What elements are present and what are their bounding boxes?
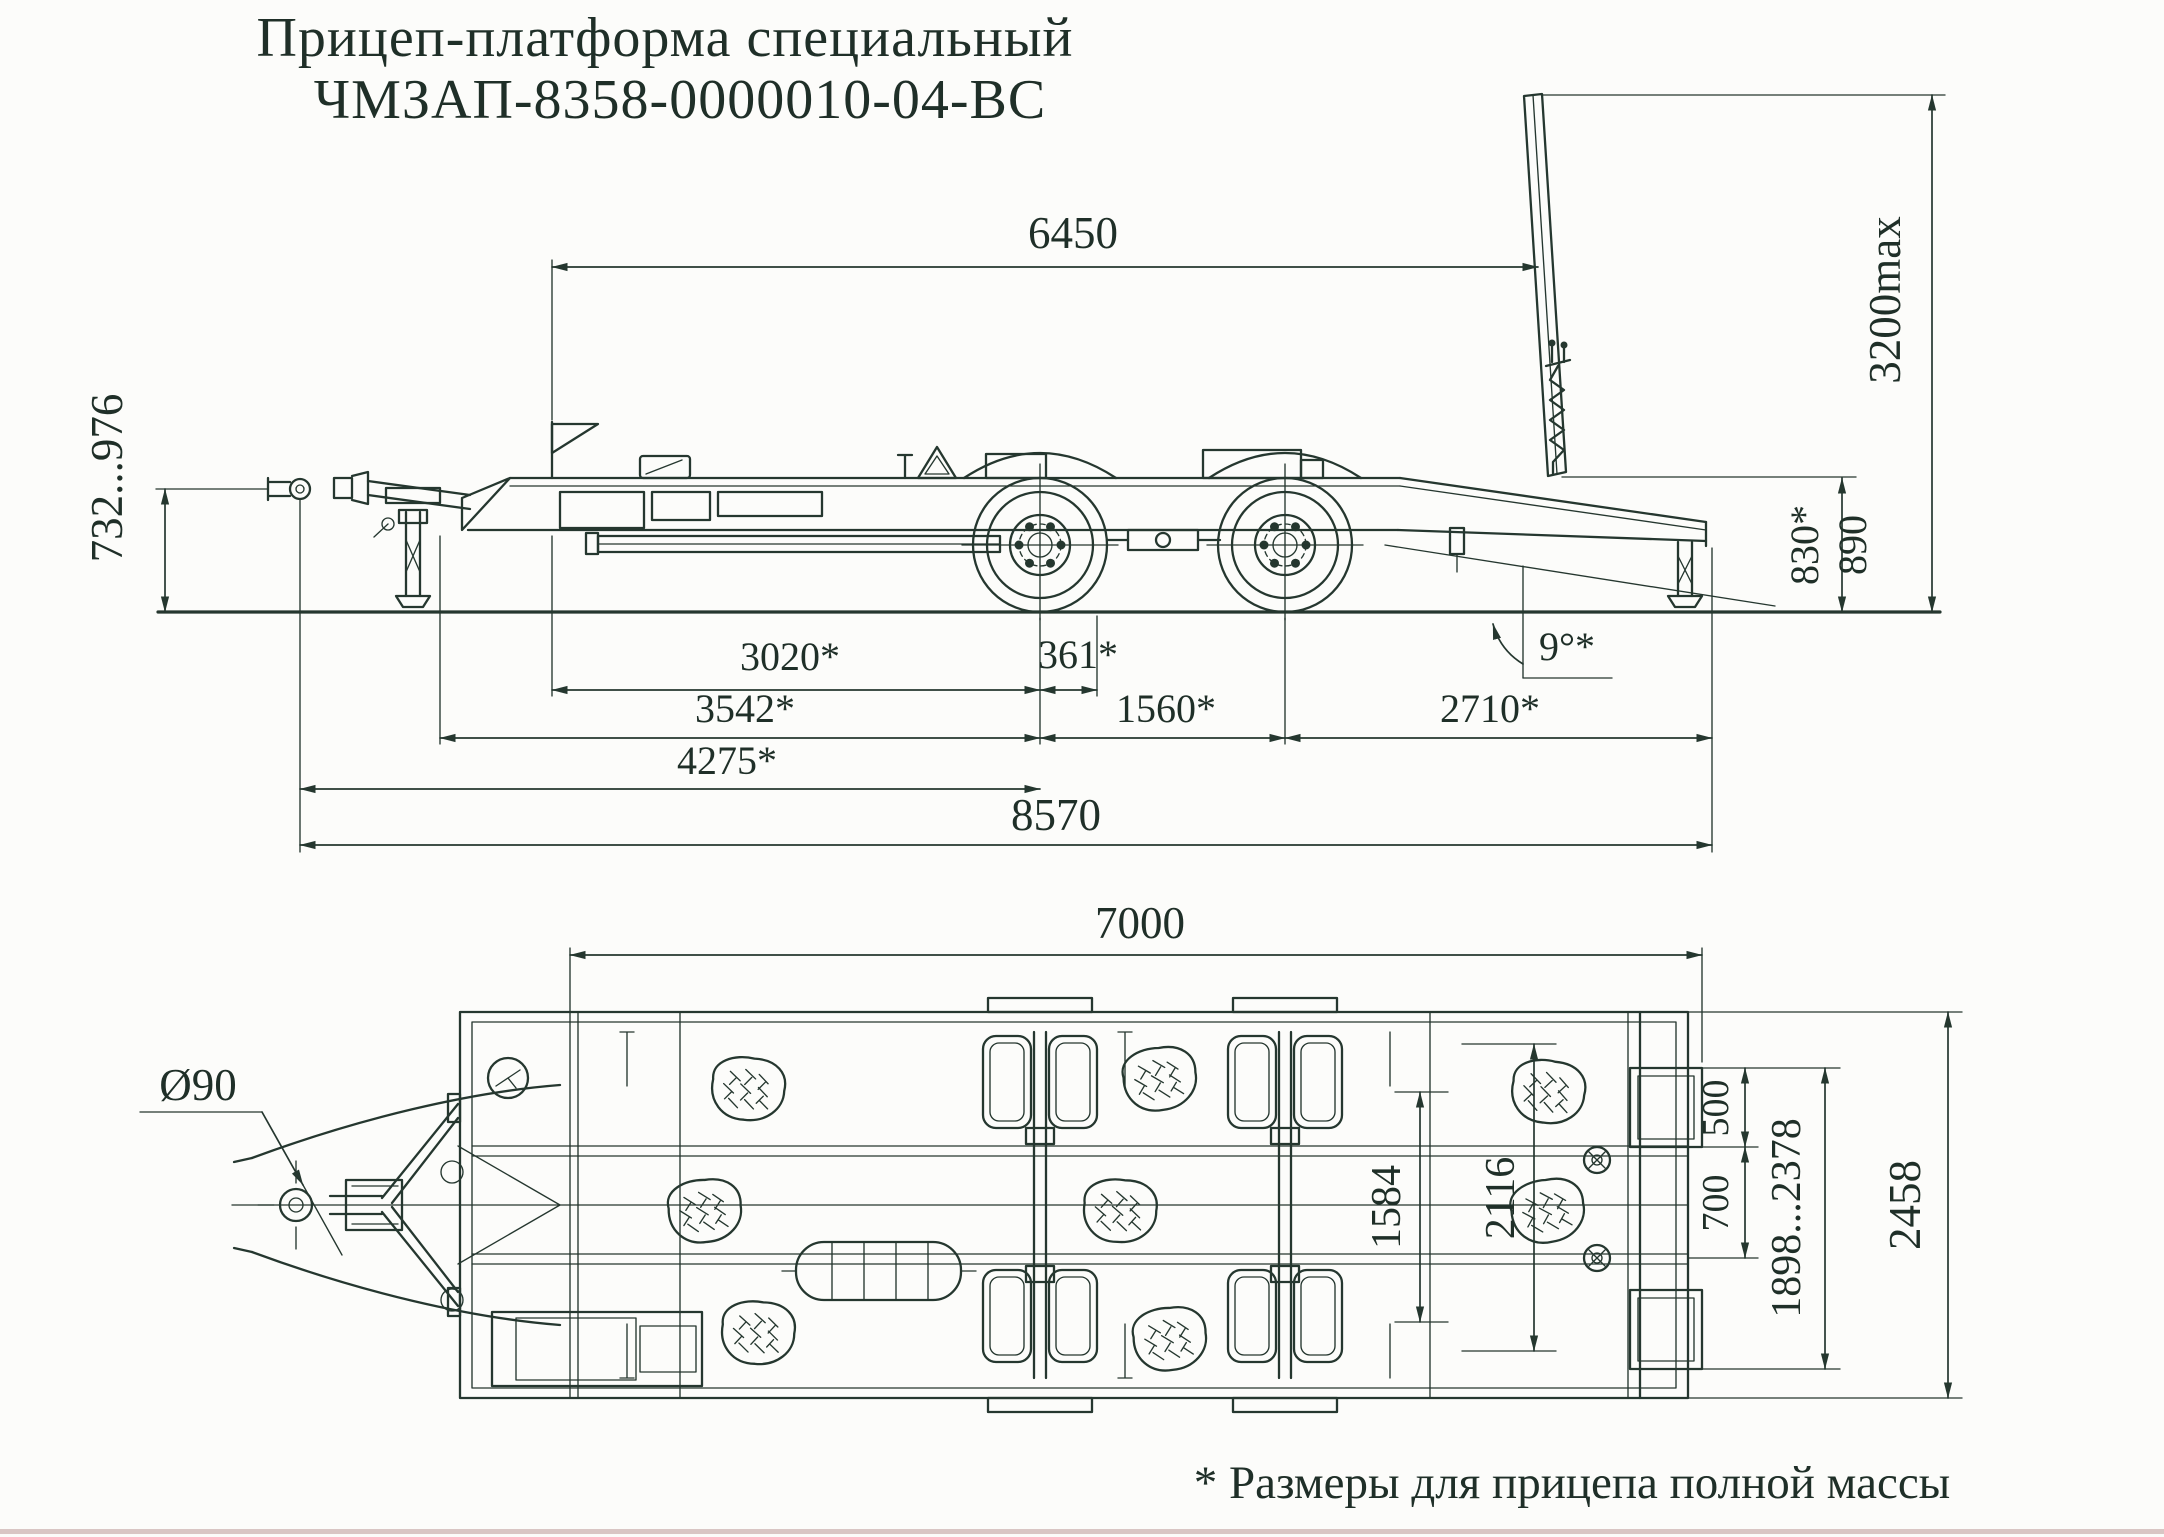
footnote: * Размеры для прицепа полной массы — [1194, 1457, 1951, 1509]
front-mast-flag — [550, 420, 600, 480]
side-view-dimensions: 6450 3200max 732...976 830* 890 3020* 36… — [82, 94, 1946, 853]
axle-assembly-front — [981, 1030, 1099, 1380]
drawbar-plan — [232, 1056, 562, 1327]
front-support-jack — [373, 508, 432, 609]
dim-track-range: 1898...2378 — [1764, 1118, 1810, 1318]
platform-plan — [231, 996, 1690, 1414]
top-view-dimensions: 7000 Ø90 500 700 1898...2378 2458 1584 2… — [139, 898, 1963, 1399]
dimension-lines-side — [160, 94, 1937, 850]
ramp-plate — [1522, 92, 1568, 478]
dim-overall-width: 2458 — [1880, 1160, 1930, 1250]
dim-ramp-height: 3200max — [1860, 216, 1910, 383]
rear-support-jack — [1448, 526, 1704, 609]
dimension-lines-top — [261, 950, 1953, 1399]
stowed-ramp-bar — [584, 531, 1002, 556]
wheel-rear-icon — [1206, 463, 1364, 621]
dim-eye-to-axle-group: 4275* — [677, 738, 777, 783]
dim-loading-height-laden: 830* — [1782, 505, 1827, 585]
towing-eye-icon — [288, 477, 312, 501]
dim-inner-width: 1584 — [1364, 1165, 1410, 1249]
dim-axle-offset: 361* — [1038, 632, 1118, 677]
dim-loading-height-unladen: 890 — [1830, 515, 1875, 575]
extension-lines-side — [155, 94, 1946, 853]
underframe-boxes — [558, 490, 824, 530]
dim-rear-overhang: 2710* — [1440, 686, 1540, 731]
wheel-front-icon — [961, 463, 1119, 621]
side-view-drawing — [156, 92, 1942, 621]
air-tank-plan — [781, 1240, 977, 1302]
toolbox-plan — [490, 1310, 704, 1388]
ramp-spring — [1544, 339, 1572, 476]
dim-ramp-gap: 700 — [1695, 1175, 1737, 1232]
dim-eye-diameter: Ø90 — [159, 1060, 237, 1110]
dim-overall-length: 8570 — [1011, 790, 1101, 840]
dim-front-to-axle: 3020* — [740, 634, 840, 679]
drawbar-side — [266, 470, 472, 511]
deck-plate — [638, 454, 692, 480]
title-block: Прицеп-платформа специальный ЧМЗАП-8358-… — [256, 7, 1073, 131]
dim-eye-height-range: 732...976 — [82, 394, 132, 563]
suspension-rocker — [1105, 528, 1222, 552]
dim-ramp-angle: 9°* — [1539, 624, 1595, 669]
model-designation: ЧМЗАП-8358-0000010-04-ВС — [314, 69, 1046, 131]
warning-triangle-icon — [896, 445, 958, 480]
title-line1: Прицеп-платформа специальный — [256, 7, 1073, 69]
dim-axle-base: 1560* — [1116, 686, 1216, 731]
ramp-halves-plan — [1628, 1066, 1704, 1371]
scan-edge-artifact — [0, 1529, 2164, 1534]
dim-outer-width: 2116 — [1478, 1157, 1524, 1239]
dim-eye-to-axle: 3542* — [695, 686, 795, 731]
dim-ramp-half-width: 500 — [1695, 1080, 1737, 1137]
dim-platform-length: 6450 — [1028, 208, 1118, 258]
towing-eye-plan-icon — [278, 1187, 314, 1223]
ramp-angle-annotation — [1384, 544, 1776, 679]
axle-assembly-rear — [1226, 1030, 1344, 1380]
chain-piles — [665, 1042, 1612, 1375]
top-view-drawing — [231, 996, 1704, 1414]
dim-topview-length: 7000 — [1095, 898, 1185, 948]
fenders — [962, 448, 1363, 480]
